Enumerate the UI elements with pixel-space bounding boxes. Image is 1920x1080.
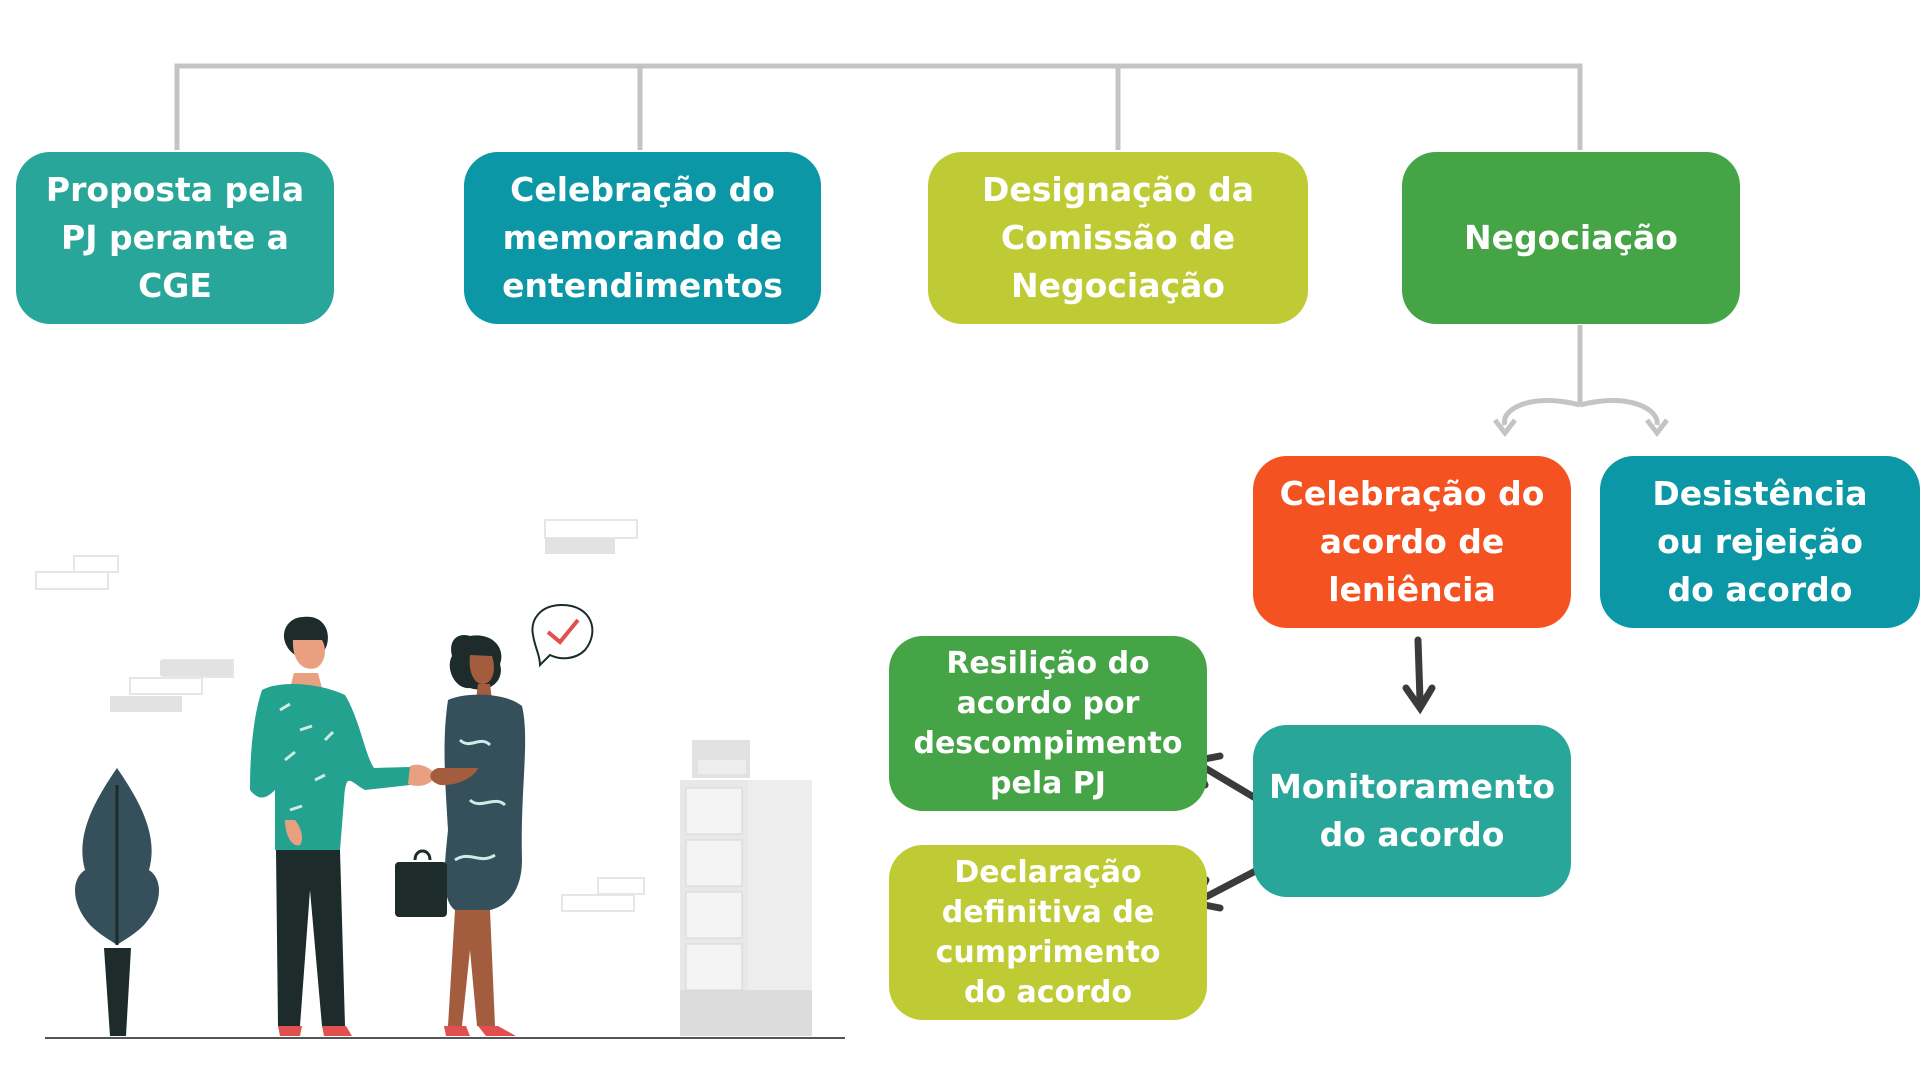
checkmark-bubble-icon	[531, 603, 594, 668]
cabinet-icon	[680, 740, 812, 1036]
monitoramento-box: Monitoramento do acordo	[1253, 725, 1571, 897]
outcome-desistencia-box: Desistência ou rejeição do acordo	[1600, 456, 1920, 628]
monitoramento-label: Monitoramento do acordo	[1268, 767, 1555, 854]
result-declaracao-box: Declaração definitiva de cumprimento do …	[889, 845, 1207, 1020]
outcome-leniencia-box: Celebração do acordo de leniência	[1253, 456, 1571, 628]
step-comissao-label: Designação da Comissão de Negociação	[982, 170, 1254, 305]
step-memorando-box: Celebração do memorando de entendimentos	[464, 152, 821, 324]
result-resilicao-label: Resilição do acordo por descompimento pe…	[913, 645, 1183, 801]
step-memorando-label: Celebração do memorando de entendimentos	[502, 170, 783, 305]
step-proposta-box: Proposta pela PJ perante a CGE	[16, 152, 334, 324]
man-icon	[250, 616, 436, 1036]
step-negociacao-box: Negociação	[1402, 152, 1740, 324]
outcome-leniencia-label: Celebração do acordo de leniência	[1279, 474, 1545, 609]
briefcase-icon	[395, 849, 447, 917]
result-declaracao-label: Declaração definitiva de cumprimento do …	[935, 854, 1161, 1010]
woman-icon	[430, 634, 526, 1036]
plant-icon	[74, 768, 160, 1036]
step-comissao-box: Designação da Comissão de Negociação	[928, 152, 1308, 324]
step-proposta-label: Proposta pela PJ perante a CGE	[45, 170, 305, 305]
outcome-desistencia-label: Desistência ou rejeição do acordo	[1652, 474, 1868, 609]
step-negociacao-label: Negociação	[1464, 218, 1678, 257]
result-resilicao-box: Resilição do acordo por descompimento pe…	[889, 636, 1207, 811]
